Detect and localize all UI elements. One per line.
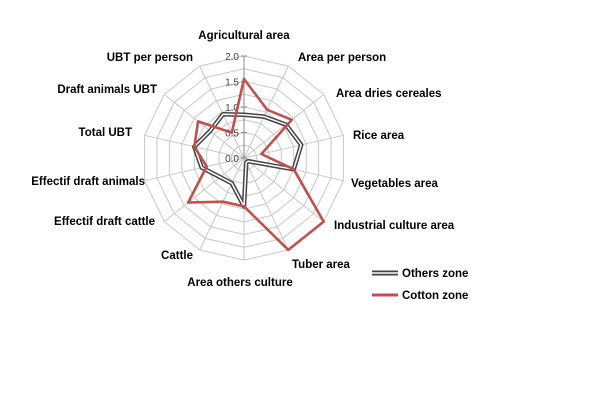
series-group: [186, 77, 326, 252]
category-label: Draft animals UBT: [57, 84, 157, 96]
category-label: Rice area: [353, 130, 405, 142]
category-label: Agricultural area: [198, 30, 290, 42]
grid-spoke: [243, 65, 289, 159]
category-label: Effectif draft cattle: [54, 216, 155, 228]
radial-tick-label: 0.5: [225, 129, 239, 140]
legend-item-others-zone: Others zone: [372, 268, 468, 280]
radial-tick-label: 1.0: [225, 103, 239, 114]
category-label: Area per person: [298, 52, 386, 64]
category-label: Total UBT: [79, 127, 132, 139]
grid-spoke: [243, 157, 289, 251]
category-label: Effectif draft animals: [31, 176, 145, 188]
legend-label-others-zone: Others zone: [402, 268, 468, 280]
radial-tick-label: 0.0: [225, 154, 239, 165]
grid-spoke: [163, 94, 245, 159]
category-label: UBT per person: [107, 52, 193, 64]
category-label: Tuber area: [292, 259, 351, 271]
grid-spoke: [163, 157, 245, 222]
radial-tick-label: 2.0: [225, 52, 239, 63]
category-label: Cattle: [161, 250, 193, 262]
category-label: Area others culture: [187, 277, 292, 289]
series-cotton-zone: [186, 77, 326, 252]
grid-spoke: [199, 65, 245, 159]
legend: Others zone Cotton zone: [372, 268, 468, 302]
legend-item-cotton-zone: Cotton zone: [372, 290, 468, 302]
grid-spoke: [199, 157, 245, 251]
grid-spoke: [144, 157, 245, 182]
category-label: Area dries cereales: [336, 88, 442, 100]
category-label: Vegetables area: [351, 178, 439, 190]
radial-tick-label: 1.5: [225, 78, 239, 89]
legend-label-cotton-zone: Cotton zone: [402, 290, 468, 302]
grid-spoke: [243, 157, 325, 222]
radial-tick-labels: 0.0 0.5 1.0 1.5 2.0: [225, 52, 247, 165]
category-label: Industrial culture area: [334, 220, 455, 232]
